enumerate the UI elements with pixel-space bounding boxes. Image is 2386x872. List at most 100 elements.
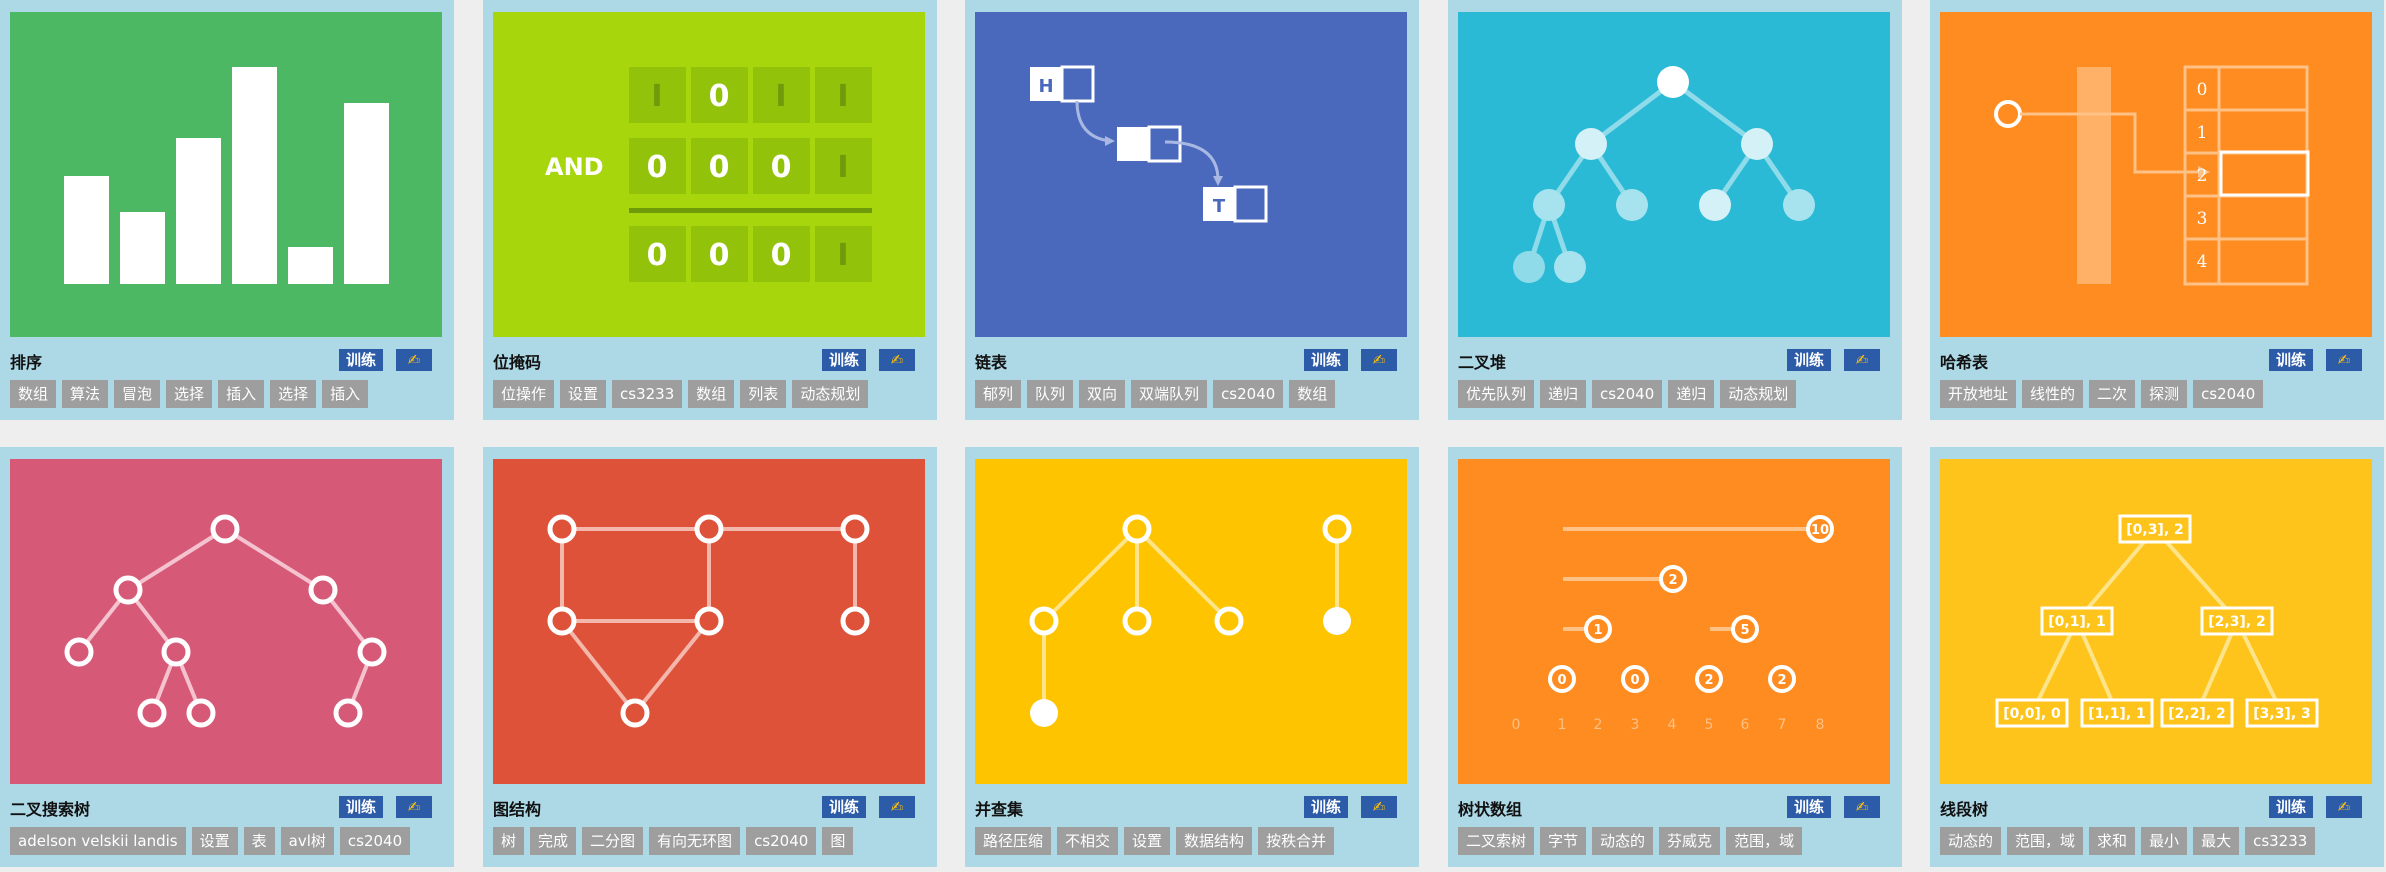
edit-button[interactable]: ✍ [1361, 349, 1397, 371]
tag[interactable]: 设置 [560, 380, 607, 408]
tag[interactable]: 树 [493, 827, 525, 855]
tag[interactable]: 范围，域 [2007, 827, 2084, 855]
tag[interactable]: 算法 [62, 380, 109, 408]
tag[interactable]: 队列 [1027, 380, 1074, 408]
card-fenwick-tree[interactable]: 10 2 1 5 0 0 2 2 0 1 2 3 4 5 6 7 8 树状数组 [1448, 447, 1902, 867]
edit-button[interactable]: ✍ [396, 796, 432, 818]
tag[interactable]: cs2040 [746, 827, 817, 855]
tag[interactable]: 线性的 [2022, 380, 2084, 408]
linked-list-thumbnail[interactable]: H T [975, 12, 1407, 337]
tag[interactable]: 设置 [1124, 827, 1171, 855]
edit-button[interactable]: ✍ [879, 796, 915, 818]
card-title[interactable]: 链表 [975, 353, 1008, 372]
tag[interactable]: 图 [822, 827, 854, 855]
tag[interactable]: 插入 [322, 380, 369, 408]
tag[interactable]: 有向无环图 [649, 827, 741, 855]
card-title[interactable]: 位掩码 [493, 353, 542, 372]
tag[interactable]: 设置 [191, 827, 238, 855]
tag[interactable]: 表 [243, 827, 275, 855]
card-union-find[interactable]: 并查集 训练 ✍ 路径压缩不相交设置数据结构按秩合并 [965, 447, 1419, 867]
tag[interactable]: 字节 [1540, 827, 1587, 855]
train-button[interactable]: 训练 [339, 796, 383, 818]
segment-tree-thumbnail[interactable]: [0,3], 2 [0,1], 1 [2,3], 2 [0,0], 0 [1,1… [1940, 459, 2372, 784]
bst-thumbnail[interactable] [10, 459, 442, 784]
card-title[interactable]: 排序 [10, 353, 43, 372]
tag[interactable]: cs2040 [1213, 380, 1284, 408]
tag[interactable]: cs2040 [339, 827, 411, 855]
tag[interactable]: 选择 [270, 380, 317, 408]
tag[interactable]: avl树 [280, 827, 334, 855]
tag[interactable]: 二分图 [582, 827, 644, 855]
tag[interactable]: 路径压缩 [975, 827, 1052, 855]
card-title[interactable]: 线段树 [1940, 800, 1989, 819]
tag[interactable]: 按秩合并 [1258, 827, 1335, 855]
edit-button[interactable]: ✍ [2326, 349, 2362, 371]
tag[interactable]: 动态规划 [792, 380, 869, 408]
train-button[interactable]: 训练 [2269, 349, 2313, 371]
bitmask-thumbnail[interactable]: AND I 0 I I 0 0 0 I 0 0 0 I [493, 12, 925, 337]
tag[interactable]: 求和 [2089, 827, 2136, 855]
card-title[interactable]: 树状数组 [1458, 800, 1523, 819]
tag[interactable]: 双向 [1079, 380, 1126, 408]
card-title[interactable]: 二叉堆 [1458, 353, 1507, 372]
card-title[interactable]: 哈希表 [1940, 353, 1989, 372]
tag[interactable]: 插入 [218, 380, 265, 408]
tag[interactable]: adelson velskii landis [10, 827, 186, 855]
card-title[interactable]: 二叉搜索树 [10, 800, 91, 819]
tag[interactable]: 完成 [530, 827, 577, 855]
train-button[interactable]: 训练 [822, 349, 866, 371]
hash-table-thumbnail[interactable]: 0 1 2 3 4 [1940, 12, 2372, 337]
tag[interactable]: cs3233 [2245, 827, 2316, 855]
tag[interactable]: 递归 [1540, 380, 1587, 408]
tag[interactable]: 优先队列 [1458, 380, 1535, 408]
union-find-thumbnail[interactable] [975, 459, 1407, 784]
graph-thumbnail[interactable] [493, 459, 925, 784]
card-bitmask[interactable]: AND I 0 I I 0 0 0 I 0 0 0 I 位掩码 训练 ✍ 位操作… [483, 0, 937, 420]
tag[interactable]: 数组 [10, 380, 57, 408]
tag[interactable]: 开放地址 [1940, 380, 2017, 408]
fenwick-tree-thumbnail[interactable]: 10 2 1 5 0 0 2 2 0 1 2 3 4 5 6 7 8 [1458, 459, 1890, 784]
tag[interactable]: cs2040 [2193, 380, 2264, 408]
card-sorting[interactable]: 排序 训练 ✍ 数组算法冒泡选择插入选择插入 [0, 0, 454, 420]
edit-button[interactable]: ✍ [879, 349, 915, 371]
edit-button[interactable]: ✍ [1844, 796, 1880, 818]
tag[interactable]: 数组 [688, 380, 735, 408]
card-segment-tree[interactable]: [0,3], 2 [0,1], 1 [2,3], 2 [0,0], 0 [1,1… [1930, 447, 2384, 867]
tag[interactable]: 郁列 [975, 380, 1022, 408]
edit-button[interactable]: ✍ [1361, 796, 1397, 818]
tag[interactable]: 芬威克 [1659, 827, 1721, 855]
card-title[interactable]: 图结构 [493, 800, 542, 819]
train-button[interactable]: 训练 [339, 349, 383, 371]
tag[interactable]: 探测 [2141, 380, 2188, 408]
edit-button[interactable]: ✍ [1844, 349, 1880, 371]
tag[interactable]: 动态规划 [1720, 380, 1797, 408]
binary-heap-thumbnail[interactable] [1458, 12, 1890, 337]
tag[interactable]: 双端队列 [1131, 380, 1208, 408]
tag[interactable]: cs3233 [612, 380, 683, 408]
tag[interactable]: 递归 [1668, 380, 1715, 408]
tag[interactable]: 二次 [2089, 380, 2136, 408]
train-button[interactable]: 训练 [1787, 349, 1831, 371]
tag[interactable]: 动态的 [1592, 827, 1654, 855]
sorting-thumbnail[interactable] [10, 12, 442, 337]
tag[interactable]: 最小 [2141, 827, 2188, 855]
tag[interactable]: 不相交 [1057, 827, 1119, 855]
tag[interactable]: 动态的 [1940, 827, 2002, 855]
tag[interactable]: 范围，域 [1726, 827, 1803, 855]
tag[interactable]: 数组 [1289, 380, 1336, 408]
tag[interactable]: 列表 [740, 380, 787, 408]
tag[interactable]: 数据结构 [1176, 827, 1253, 855]
edit-button[interactable]: ✍ [2326, 796, 2362, 818]
train-button[interactable]: 训练 [822, 796, 866, 818]
train-button[interactable]: 训练 [1304, 796, 1348, 818]
edit-button[interactable]: ✍ [396, 349, 432, 371]
train-button[interactable]: 训练 [1304, 349, 1348, 371]
tag[interactable]: cs2040 [1592, 380, 1663, 408]
tag[interactable]: 位操作 [493, 380, 555, 408]
tag[interactable]: 最大 [2193, 827, 2240, 855]
